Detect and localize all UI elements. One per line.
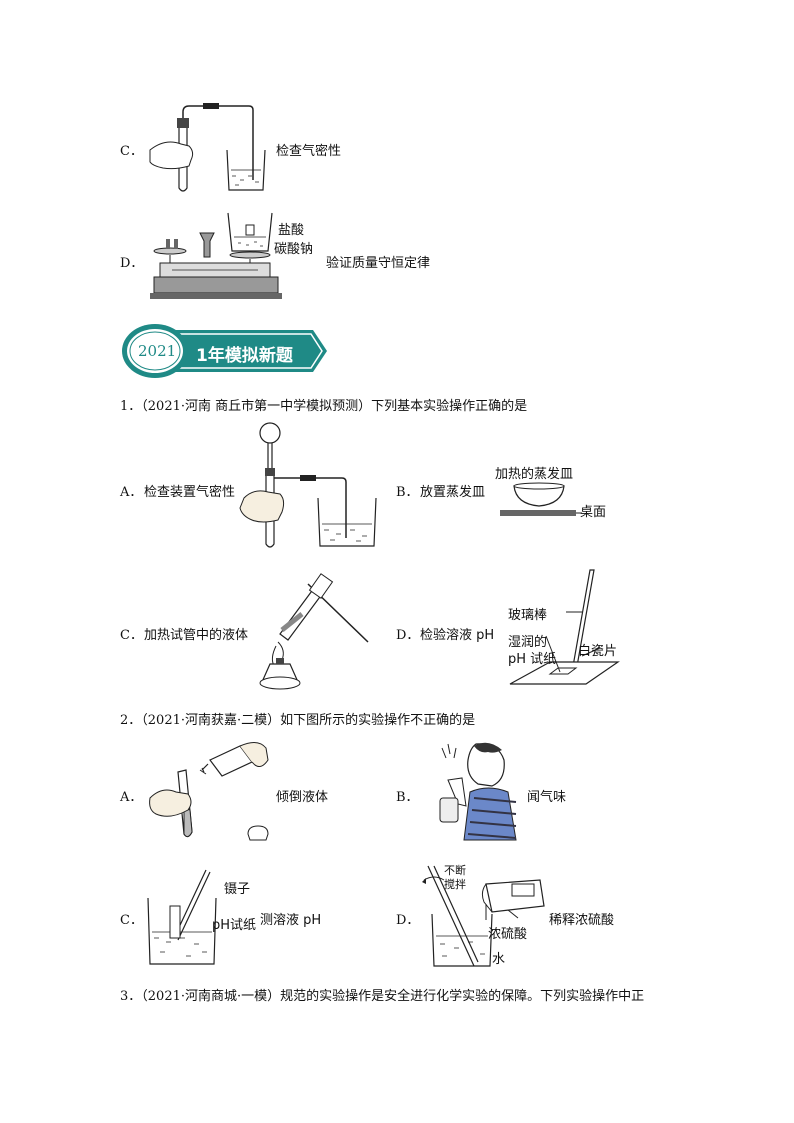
option-letter-d-prev: D． <box>120 256 144 271</box>
q2-c-letter: C． <box>120 913 143 928</box>
q2-c-tweezers-label: 镊子 <box>224 882 251 897</box>
q2-stem: 2．（2021·河南获嘉·二模）如下图所示的实验操作不正确的是 <box>120 713 476 728</box>
q2-c-paper-label: pH试纸 <box>212 918 257 933</box>
q1-b-text: 放置蒸发皿 <box>420 485 486 500</box>
q1-a-apparatus <box>239 422 377 548</box>
q1-d-rod-label: 玻璃棒 <box>508 608 548 623</box>
balance-illustration <box>150 212 282 299</box>
option-letter-c-prev: C． <box>120 144 143 159</box>
q1-a-text: 检查装置气密性 <box>144 485 236 500</box>
q2-c-text: 测溶液 pH <box>260 913 322 928</box>
banner-title: 1年模拟新题 <box>196 346 293 366</box>
q1-d-paper-label-2: pH 试纸 <box>508 652 557 667</box>
option-c-prev-label: 检查气密性 <box>276 144 342 159</box>
q3-stem: 3．（2021·河南商城·一模）规范的实验操作是安全进行化学实验的保障。下列实验… <box>120 989 645 1004</box>
q2-d-acid-label: 浓硫酸 <box>488 927 528 942</box>
q1-stem: 1．（2021·河南 商丘市第一中学模拟预测）下列基本实验操作正确的是 <box>120 399 528 414</box>
q1-b-dish-label: 加热的蒸发皿 <box>495 467 574 482</box>
q2-a-text: 倾倒液体 <box>276 790 329 805</box>
airtight-check-illustration <box>149 103 266 192</box>
q2-d-dilution <box>422 865 545 967</box>
salt-label: 碳酸钠 <box>274 242 314 257</box>
q1-c-letter: C． <box>120 628 143 643</box>
q2-d-stir-label-2: 搅拌 <box>444 878 466 891</box>
q1-b-dish <box>500 482 582 516</box>
q2-b-text: 闻气味 <box>527 790 567 805</box>
q2-a-pouring <box>149 742 269 841</box>
q2-d-text: 稀释浓硫酸 <box>549 913 615 928</box>
acid-label: 盐酸 <box>278 223 305 238</box>
q2-d-stir-label-1: 不断 <box>444 864 466 877</box>
q1-d-tile-label: 白瓷片 <box>578 644 618 659</box>
q2-b-letter: B． <box>396 790 419 805</box>
q1-c-heating <box>259 573 369 690</box>
q2-a-letter: A． <box>120 790 143 805</box>
q1-d-letter: D． <box>396 628 420 643</box>
q1-d-text: 检验溶液 pH <box>420 628 495 643</box>
q2-b-person-smelling <box>439 742 517 841</box>
q1-d-paper-label-1: 湿润的 <box>508 635 548 650</box>
q2-d-water-label: 水 <box>492 952 506 967</box>
section-banner <box>122 324 327 378</box>
banner-year: 2021 <box>138 342 177 360</box>
q2-d-letter: D． <box>396 913 420 928</box>
q1-d-ph-setup <box>509 569 620 685</box>
q2-c-beaker-tweezers <box>147 869 217 965</box>
q1-a-letter: A． <box>120 485 143 500</box>
option-d-prev-label: 验证质量守恒定律 <box>326 256 431 271</box>
q1-b-letter: B． <box>396 485 419 500</box>
q1-c-text: 加热试管中的液体 <box>144 628 249 643</box>
q1-b-table-label: 桌面 <box>580 505 607 520</box>
